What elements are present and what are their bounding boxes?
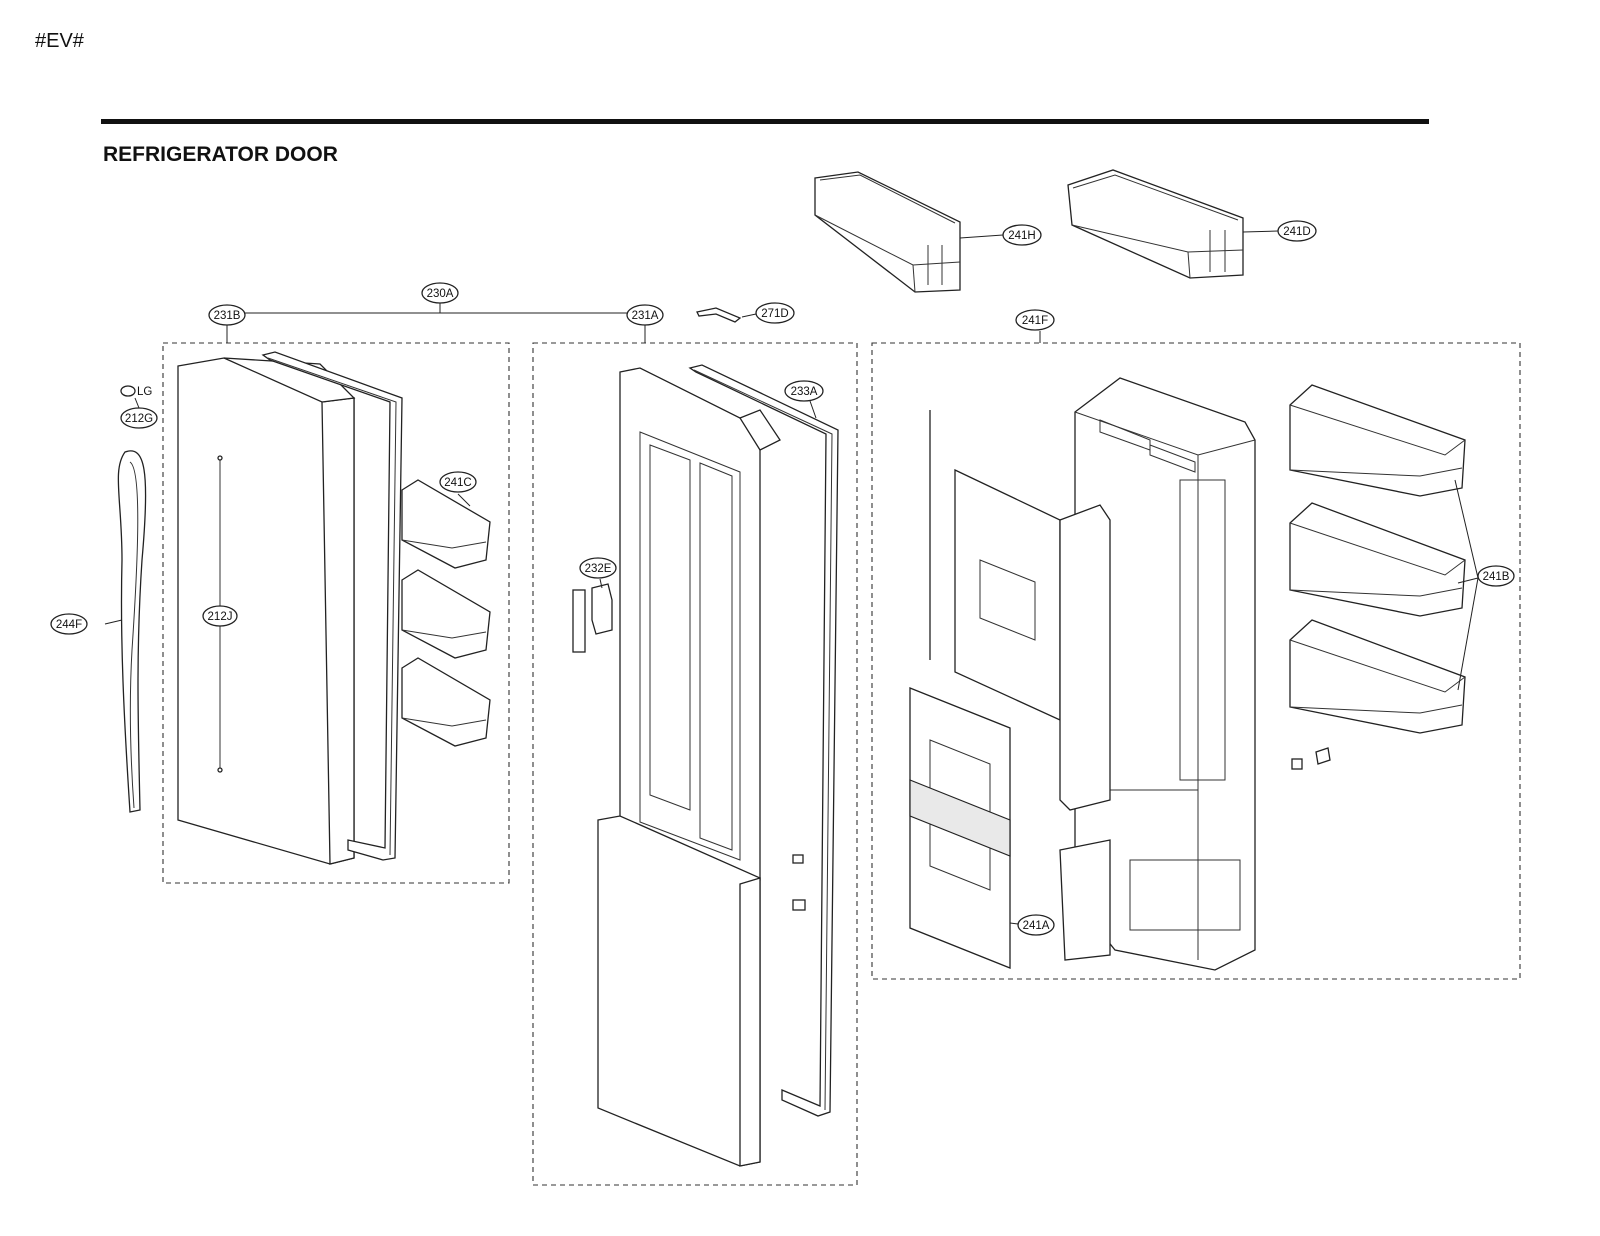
svg-text:212G: 212G [125,413,153,425]
svg-text:232E: 232E [585,563,612,575]
small-bracket [792,899,806,911]
small-clip-right [1315,747,1331,765]
svg-text:231A: 231A [632,310,659,322]
svg-text:212J: 212J [208,611,233,623]
callout-241A: 241A [1017,914,1055,936]
right-door-gasket-233A [688,364,839,1117]
svg-text:271D: 271D [761,308,789,320]
svg-text:241H: 241H [1008,230,1036,242]
door-panel-left [929,410,1061,722]
svg-text:LG: LG [137,386,152,398]
svg-text:241D: 241D [1283,226,1311,238]
svg-text:230A: 230A [427,288,454,300]
door-bins-241B [1289,384,1466,734]
callout-271D: 271D [755,302,795,324]
small-clip [792,854,804,864]
door-bins-241C [401,479,491,747]
callout-241D: 241D [1277,220,1317,242]
callout-241B: 241B [1477,565,1515,587]
page-code: #EV# [35,30,84,52]
svg-text:233A: 233A [791,386,818,398]
door-handle-244F [117,450,147,813]
right-door-lower-panel [597,815,761,1167]
svg-text:241B: 241B [1483,571,1510,583]
callout-241F: 241F [1015,309,1055,331]
callout-232E: 232E [579,557,617,579]
callout-244F: 244F [50,613,88,635]
svg-text:241A: 241A [1023,920,1050,932]
right-door-assembly-box [532,342,858,1186]
callout-231B: 231B [208,304,246,326]
callout-231A: 231A [626,304,664,326]
svg-text:231B: 231B [214,310,241,322]
callout-233A: 233A [784,380,824,402]
lg-emblem-212G: LG [120,385,152,398]
door-strip [1059,504,1111,961]
callout-230A: 230A [421,282,459,304]
callout-212J: 212J [202,605,238,627]
header-rule [101,119,1429,124]
door-bin-241D [1067,169,1244,279]
left-door-assembly-box [162,342,510,884]
left-door-231B [177,357,356,865]
svg-text:244F: 244F [56,619,82,631]
door-bin-241H [814,171,961,293]
small-block [1291,758,1303,770]
hinge-part-271D [696,307,742,323]
callout-241H: 241H [1002,224,1042,246]
door-panel-lower [909,687,1011,969]
left-door-gasket [261,351,403,861]
door-liner-assembly-box [871,342,1521,980]
callout-212G: 212G [120,407,158,429]
callout-241C: 241C [439,471,477,493]
svg-text:241C: 241C [444,477,472,489]
svg-text:241F: 241F [1022,315,1048,327]
hinge-cover-232E [572,583,613,653]
right-door-frame-231A [619,367,781,885]
door-liner-241F [1074,377,1256,971]
section-title: REFRIGERATOR DOOR [103,143,338,166]
